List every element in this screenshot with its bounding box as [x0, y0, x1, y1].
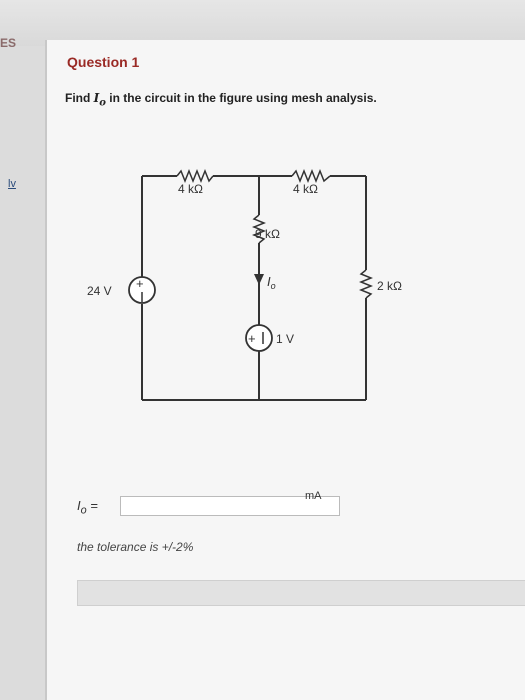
question-prompt: Find Io in the circuit in the figure usi… [65, 91, 377, 108]
current-arrow [254, 274, 264, 285]
label-r-top-left: 4 kΩ [178, 182, 203, 196]
circuit-diagram: + + 4 kΩ 4 kΩ 9 kΩ 2 kΩ 24 V 1 V Io [87, 168, 402, 401]
answer-label: Io = [77, 498, 98, 517]
voltage-source-mid [245, 324, 273, 352]
submit-bar[interactable] [77, 580, 525, 606]
resistor-top-right [291, 168, 331, 184]
prompt-suffix: in the circuit in the figure using mesh … [105, 91, 377, 105]
svg-text:+: + [136, 276, 144, 291]
label-v-left: 24 V [87, 284, 112, 298]
voltage-source-left [128, 276, 156, 304]
label-v-mid: 1 V [276, 332, 294, 346]
label-r-right: 2 kΩ [377, 279, 402, 293]
answer-unit: mA [305, 490, 322, 502]
tolerance-note: the tolerance is +/-2% [77, 540, 194, 554]
prompt-variable: Io [93, 91, 106, 109]
label-r-top-right: 4 kΩ [293, 182, 318, 196]
resistor-top-left [176, 168, 214, 184]
question-panel: Question 1 Find Io in the circuit in the… [45, 40, 525, 700]
label-r-middle: 9 kΩ [255, 227, 280, 241]
question-title: Question 1 [67, 54, 140, 70]
brand-label: ES [0, 36, 17, 50]
sidebar-link[interactable]: lv [8, 178, 16, 190]
answer-input[interactable] [120, 496, 340, 516]
svg-text:+: + [248, 331, 256, 346]
top-bar [0, 0, 525, 46]
resistor-middle [251, 214, 267, 244]
resistor-right [358, 269, 374, 299]
label-current: Io [267, 274, 276, 291]
prompt-prefix: Find [65, 91, 94, 105]
